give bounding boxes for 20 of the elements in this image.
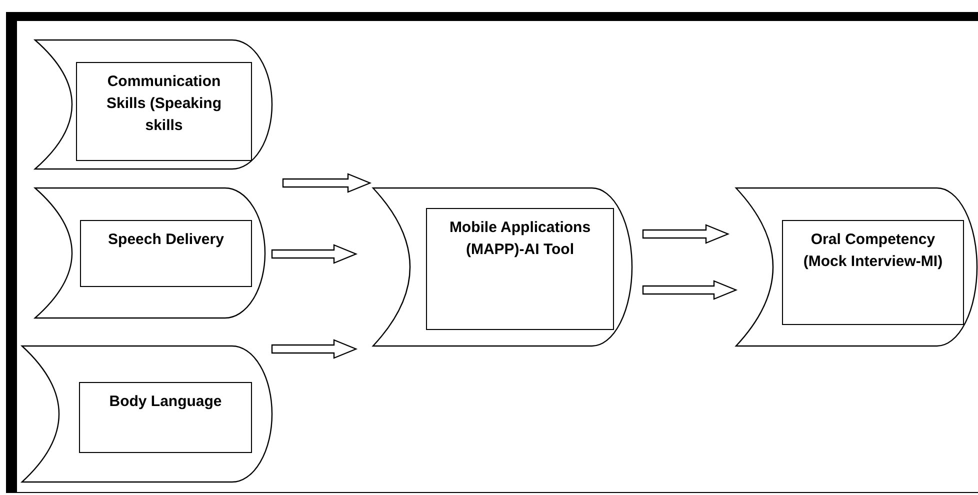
text-box	[79, 382, 252, 453]
box-label: Mobile Applications (MAPP)-AI Tool	[448, 218, 592, 260]
text-box	[76, 62, 252, 161]
text-box	[782, 220, 964, 325]
box-label: Speech Delivery	[107, 230, 225, 250]
curved-scroll-shape	[35, 188, 265, 318]
block-arrow	[282, 173, 372, 193]
curved-scroll-shape	[736, 188, 977, 346]
block-arrow	[642, 280, 738, 300]
text-box	[80, 220, 252, 287]
block-arrow	[271, 244, 358, 264]
box-label: Communication Skills (Speaking skills	[105, 72, 223, 136]
box-label: Oral Competency (Mock Interview-MI)	[802, 230, 944, 272]
block-arrow	[642, 224, 730, 244]
curved-scroll-shape	[22, 346, 272, 482]
curved-scroll-shape	[35, 40, 272, 169]
text-box	[426, 208, 614, 330]
curved-scroll-shape	[373, 188, 632, 346]
block-arrow	[271, 339, 358, 359]
box-label: Body Language	[108, 392, 223, 412]
